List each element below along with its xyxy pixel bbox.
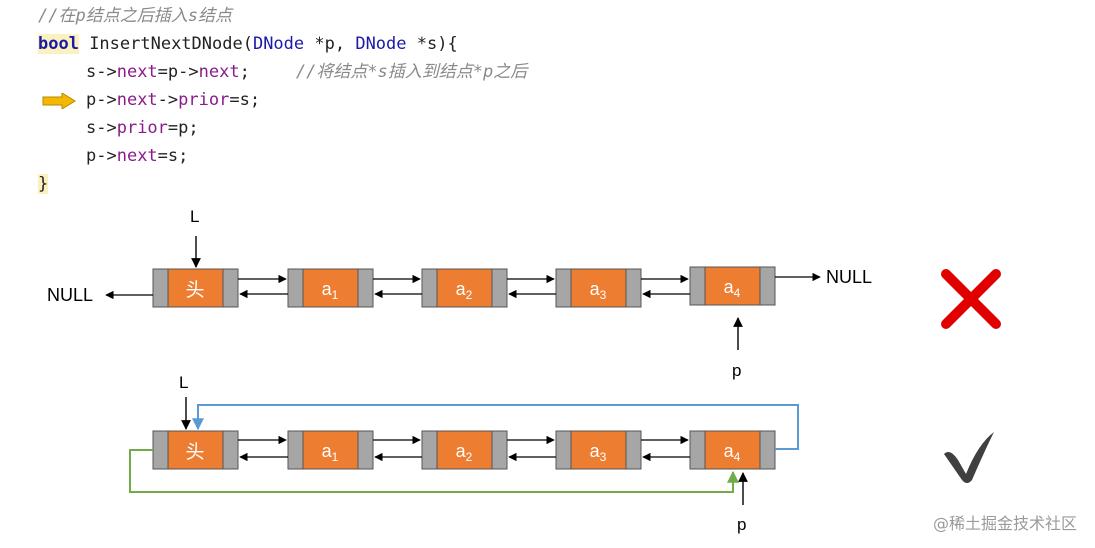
code-line-1: s->next=p->next;//将结点*s插入到结点*p之后 bbox=[86, 62, 528, 82]
null-left-label: NULL bbox=[47, 285, 93, 305]
node-label: a2 bbox=[456, 441, 473, 464]
node-label: a4 bbox=[724, 441, 741, 464]
type-dnode-1: DNode bbox=[252, 34, 305, 54]
watermark: @稀土掘金技术社区 bbox=[932, 514, 1077, 533]
head-label: 头 bbox=[185, 441, 204, 463]
kw-bool: bool bbox=[38, 34, 79, 54]
code-line-4: p->next=s; bbox=[86, 146, 189, 166]
node-a1-bottom: a1 bbox=[287, 430, 374, 470]
current-line-arrow-icon bbox=[42, 93, 76, 109]
node-a4-bottom: a4 bbox=[689, 430, 776, 470]
code-line-1-comment: //将结点*s插入到结点*p之后 bbox=[295, 62, 528, 82]
node-a3-top: a3 bbox=[555, 268, 642, 308]
p-label: p bbox=[737, 515, 746, 534]
bottom-list: 头 a1 a2 a3 a4 bbox=[129, 373, 799, 534]
type-dnode-2: DNode bbox=[355, 34, 407, 54]
param-p: *p, bbox=[304, 34, 356, 54]
node-a1-top: a1 bbox=[287, 268, 374, 308]
node-a4-top: a4 bbox=[689, 266, 776, 306]
node-label: a1 bbox=[322, 279, 339, 302]
node-a3-bottom: a3 bbox=[555, 430, 642, 470]
node-a2-bottom: a2 bbox=[421, 430, 508, 470]
L-label: L bbox=[179, 373, 188, 392]
code-signature: bool InsertNextDNode(DNode *p, DNode *s)… bbox=[38, 34, 458, 54]
node-head-top: 头 bbox=[152, 268, 239, 308]
node-label: a3 bbox=[590, 279, 607, 302]
p-label: p bbox=[732, 361, 741, 380]
circular-prior-loop bbox=[129, 449, 739, 493]
node-a2-top: a2 bbox=[421, 268, 508, 308]
code-line-2: p->next->prior=s; bbox=[86, 90, 261, 110]
node-label: a2 bbox=[456, 279, 473, 302]
code-block: //在p结点之后插入s结点 bool InsertNextDNode(DNode… bbox=[0, 0, 600, 200]
node-label: a4 bbox=[724, 277, 741, 300]
node-label: a3 bbox=[590, 441, 607, 464]
code-comment: //在p结点之后插入s结点 bbox=[38, 6, 232, 26]
code-line-3: s->prior=p; bbox=[86, 118, 199, 138]
fn-name: InsertNextDNode( bbox=[78, 34, 253, 54]
node-label: a1 bbox=[322, 441, 339, 464]
wrong-cross-icon bbox=[941, 269, 1001, 329]
correct-check-icon bbox=[944, 432, 994, 483]
top-list: 头 a1 a2 a3 a4 bbox=[47, 207, 872, 380]
circular-next-loop bbox=[192, 404, 799, 450]
code-close-brace: } bbox=[38, 174, 49, 194]
L-label: L bbox=[190, 207, 199, 226]
param-s: *s){ bbox=[406, 34, 458, 54]
head-label: 头 bbox=[185, 279, 204, 301]
node-head-bottom: 头 bbox=[152, 430, 239, 470]
null-right-label: NULL bbox=[826, 267, 872, 287]
